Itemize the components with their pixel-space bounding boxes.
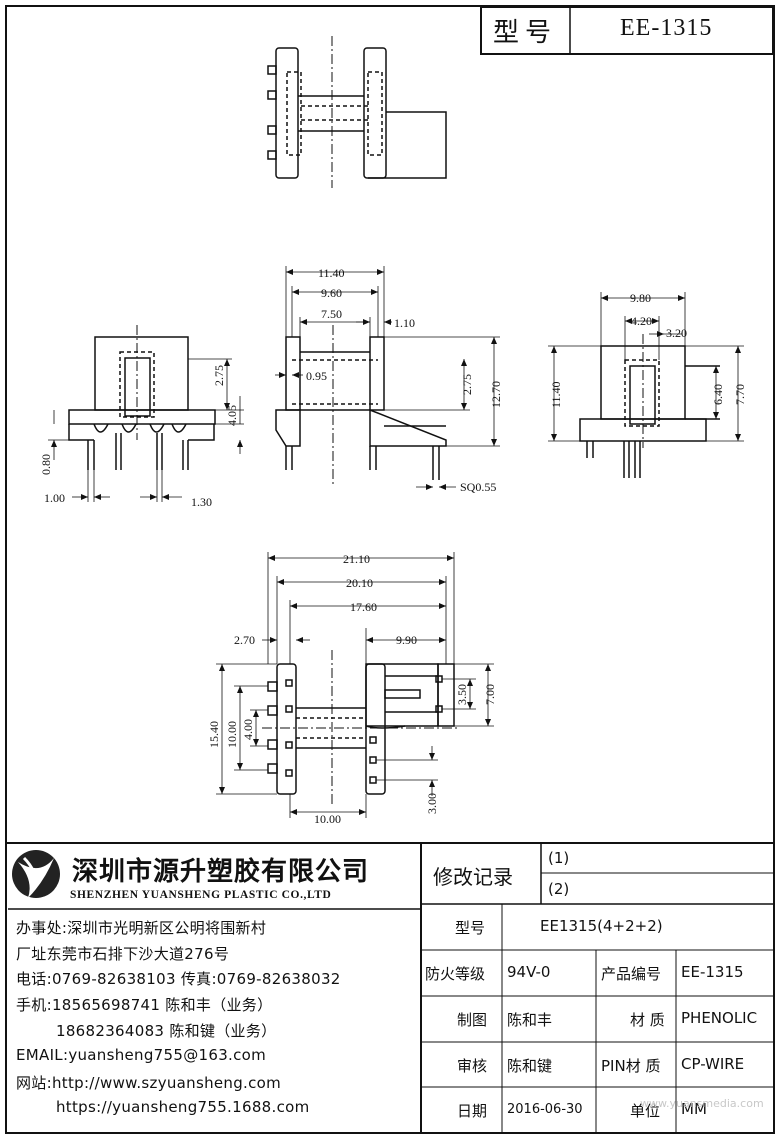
model-header-box <box>480 6 774 55</box>
dim-bot-h5: 7.00 <box>483 684 497 705</box>
dim-side-pin: SQ0.55 <box>460 480 496 494</box>
spec-product-no-label: 产品编号 <box>601 965 662 983</box>
side-view <box>275 325 447 486</box>
spec-unit-label: 单位 <box>630 1102 661 1120</box>
company-factory: 厂址东莞市石排下沙大道276号 <box>16 945 230 963</box>
right-view-dims <box>548 292 744 442</box>
spec-material-value: PHENOLIC <box>681 1009 758 1027</box>
spec-drawn-label: 制图 <box>457 1011 488 1029</box>
dim-right-h3: 7.70 <box>733 384 747 405</box>
model-header-value: EE-1315 <box>620 15 713 41</box>
spec-material-label: 材 质 <box>630 1011 665 1029</box>
company-name-en: SHENZHEN YUANSHENG PLASTIC CO.,LTD <box>70 889 332 901</box>
dim-bot-w5: 9.90 <box>396 633 417 647</box>
spec-model-value: EE1315(4+2+2) <box>540 917 663 935</box>
dim-side-h2: 12.70 <box>489 381 503 408</box>
spec-fire-label: 防火等级 <box>425 965 486 983</box>
company-email: EMAIL:yuansheng755@163.com <box>16 1046 267 1064</box>
sheet-border <box>5 5 775 1134</box>
spec-pin-value: CP-WIRE <box>681 1055 745 1073</box>
dim-side-h1: 2.75 <box>460 374 474 395</box>
revision-1: (1) <box>548 849 570 867</box>
spec-drawn-value: 陈和丰 <box>507 1011 553 1029</box>
dim-right-h1: 11.40 <box>549 381 563 408</box>
company-name-cn: 深圳市源升塑胶有限公司 <box>72 857 370 887</box>
dim-bot-h6: 3.00 <box>425 793 439 814</box>
dim-bot-h4: 3.50 <box>455 684 469 705</box>
spec-check-label: 审核 <box>457 1057 488 1075</box>
spec-date-label: 日期 <box>457 1102 488 1120</box>
dim-bot-w3: 17.60 <box>350 600 377 614</box>
dim-bot-h3: 4.00 <box>241 719 255 740</box>
spec-product-no-value: EE-1315 <box>681 963 744 981</box>
watermark: www.yuansmedia.com <box>640 1097 764 1110</box>
title-block <box>6 842 774 1133</box>
dim-bot-w4: 2.70 <box>234 633 255 647</box>
dim-side-w3: 7.50 <box>321 307 342 321</box>
dim-front-h3: 0.80 <box>39 454 53 475</box>
company-mobile-2: 18682364083 陈和键（业务） <box>56 1022 277 1040</box>
dim-front-p2: 1.30 <box>191 495 212 509</box>
dim-bot-w2: 20.10 <box>346 576 373 590</box>
company-office: 办事处:深圳市光明新区公明将围新村 <box>16 919 267 937</box>
spec-pin-label: PIN材 质 <box>601 1057 661 1075</box>
dim-front-h2: 4.05 <box>225 405 239 426</box>
dim-side-t: 1.10 <box>394 316 415 330</box>
company-mobile-1: 手机:18565698741 陈和丰（业务） <box>16 996 273 1014</box>
company-phone: 电话:0769-82638103 传真:0769-82638032 <box>16 970 341 988</box>
dim-right-w2: 4.20 <box>631 314 652 328</box>
top-view <box>267 36 447 188</box>
bottom-view <box>262 650 460 806</box>
dim-side-w2: 9.60 <box>321 286 342 300</box>
right-view <box>579 334 720 478</box>
dim-right-w1: 9.80 <box>630 291 651 305</box>
dim-front-h1: 2.75 <box>212 365 226 386</box>
dim-bot-w6: 10.00 <box>314 812 341 826</box>
dim-front-p1: 1.00 <box>44 491 65 505</box>
spec-unit-value: MM <box>681 1100 707 1118</box>
bottom-view-dims <box>216 552 494 818</box>
dim-bot-w1: 21.10 <box>343 552 370 566</box>
company-website: 网站:http://www.szyuansheng.com <box>16 1074 282 1092</box>
front-view <box>68 325 216 470</box>
dim-bot-h1: 15.40 <box>207 721 221 748</box>
dim-side-t2: 0.95 <box>306 369 327 383</box>
front-view-dims <box>48 358 244 502</box>
spec-fire-value: 94V-0 <box>507 963 551 981</box>
spec-check-value: 陈和键 <box>507 1057 553 1075</box>
side-view-dims <box>275 266 500 490</box>
spec-date-value: 2016-06-30 <box>507 1102 583 1117</box>
dim-bot-h2: 10.00 <box>225 721 239 748</box>
spec-model-label: 型号 <box>455 919 486 937</box>
company-shop-url: https://yuansheng755.1688.com <box>56 1098 310 1116</box>
dim-right-h2: 6.40 <box>711 384 725 405</box>
dim-side-w1: 11.40 <box>318 266 345 280</box>
revision-label: 修改记录 <box>433 865 513 889</box>
revision-2: (2) <box>548 880 570 898</box>
dim-right-w3: 3.20 <box>666 326 687 340</box>
model-header-label: 型号 <box>493 18 558 48</box>
company-logo-icon <box>12 850 60 898</box>
